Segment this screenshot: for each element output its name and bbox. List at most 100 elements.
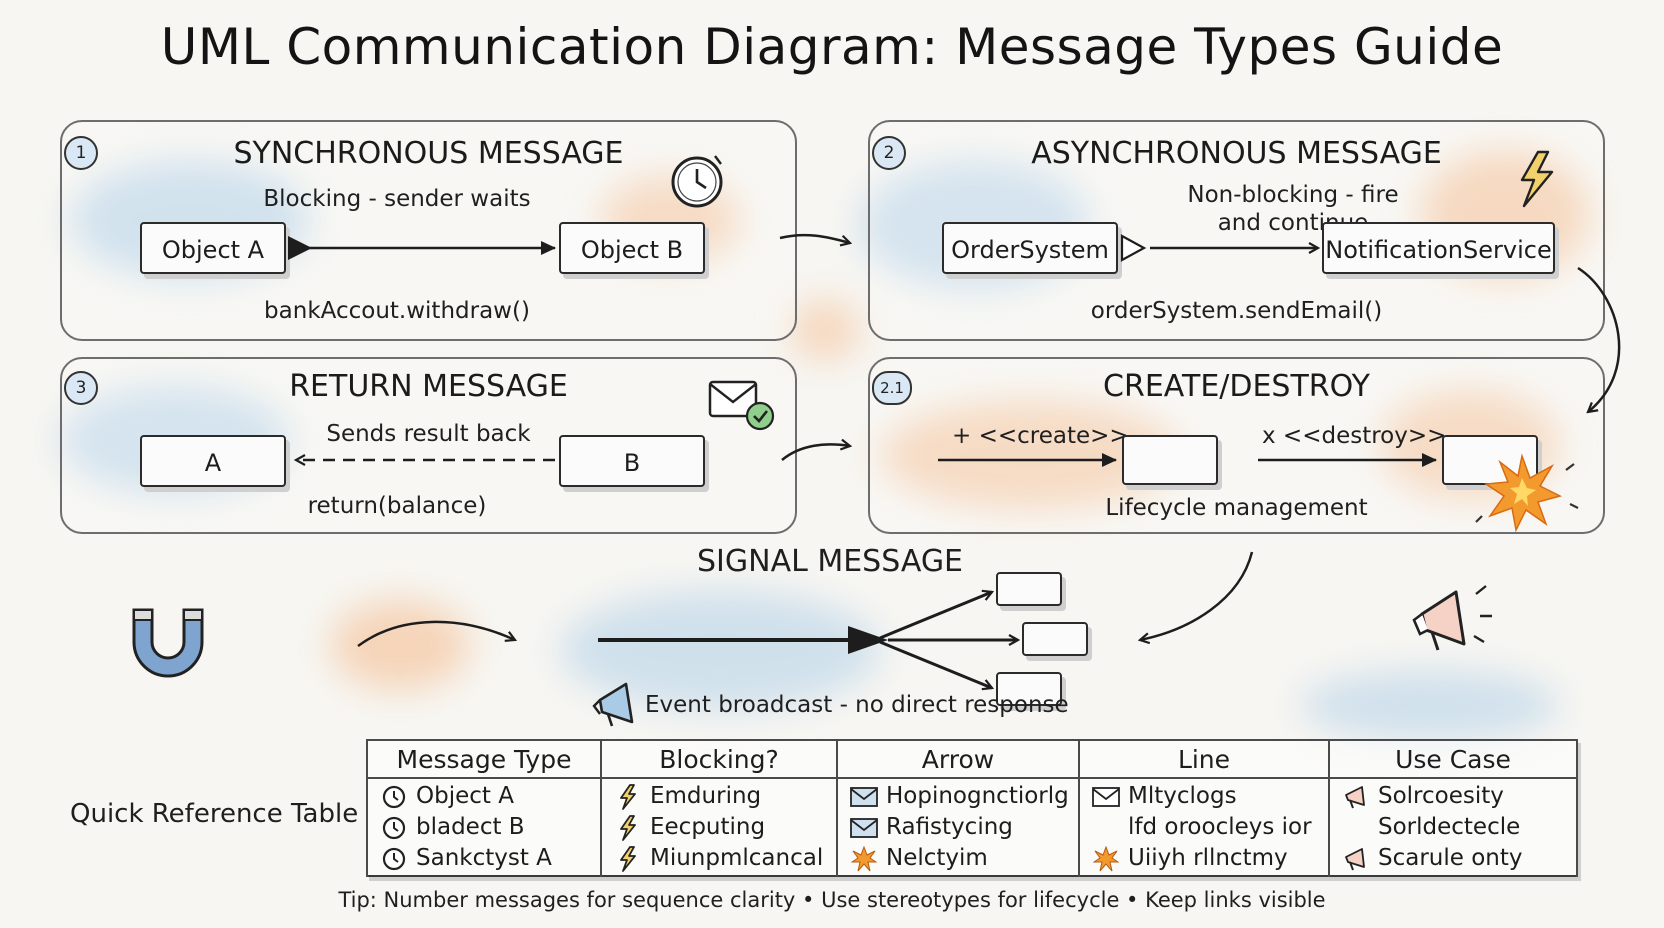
signal-arrowhead-icon (848, 626, 888, 654)
column-header: Blocking? (600, 739, 838, 779)
column-header: Use Case (1328, 739, 1578, 779)
orange-wash (790, 300, 860, 360)
megaphone-icon (1412, 585, 1492, 651)
cell-text: bladect B (416, 814, 525, 840)
cell-text: Nelctyim (886, 845, 988, 871)
list-item: Rafistycing (850, 812, 1078, 843)
cell-text: Object A (416, 783, 514, 809)
order-system-box[interactable]: OrderSystem (942, 222, 1118, 274)
notification-service-box[interactable]: NotificationService (1322, 222, 1555, 274)
table-cell: Object A bladect B Sankctyst A (366, 778, 602, 876)
list-item: Uiiyh rllnctmy (1092, 843, 1328, 874)
lightning-icon (614, 783, 642, 810)
step-number: 2.1 (872, 371, 912, 405)
lightning-icon (614, 814, 642, 841)
megaphone-icon (592, 682, 634, 727)
blue-wash (560, 590, 880, 710)
object-a-box[interactable]: A (140, 435, 286, 487)
object-b-box[interactable]: Object B (559, 222, 705, 274)
connector-async-to-create (1577, 266, 1621, 412)
cell-text: Eecputing (650, 814, 766, 840)
panel-create-destroy: CREATE/DESTROY 2.1 + <<create>> x <<dest… (868, 357, 1605, 534)
table-row: Object A bladect B Sankctyst A Emduring … (366, 778, 1578, 876)
column-header: Message Type (366, 739, 602, 779)
list-item: Sorldectecle (1342, 812, 1576, 843)
create-label: + <<create>> (952, 423, 1129, 449)
megaphone-icon (1342, 785, 1370, 809)
list-item: Eecputing (614, 812, 836, 843)
list-item: Emduring (614, 781, 836, 812)
panel-subtitle: Blocking - sender waits (263, 186, 531, 212)
burst-icon (1092, 845, 1120, 872)
panel-caption: Lifecycle management (1105, 495, 1368, 521)
object-a-box[interactable]: Object A (140, 222, 286, 274)
panel-title: SYNCHRONOUS MESSAGE (233, 136, 624, 171)
list-item: Object A (380, 781, 600, 812)
signal-receiver-box[interactable] (996, 572, 1062, 606)
list-item: Hopinognctiorlg (850, 781, 1078, 812)
clock-icon (380, 816, 408, 840)
cell-text: Hopinognctiorlg (886, 783, 1069, 809)
panel-asynchronous: ASYNCHRONOUS MESSAGE 2 Non-blocking - fi… (868, 120, 1605, 341)
destroy-label: x <<destroy>> (1262, 423, 1447, 449)
list-item: bladect B (380, 812, 600, 843)
cell-text: Sankctyst A (416, 845, 552, 871)
message-call: orderSystem.sendEmail() (1090, 298, 1383, 324)
lightning-icon (1520, 150, 1554, 208)
magnet-icon (132, 608, 204, 678)
created-object-box[interactable] (1122, 435, 1218, 485)
reference-table-label: Quick Reference Table (70, 799, 359, 829)
clock-icon (380, 847, 408, 871)
step-number: 2 (872, 136, 906, 170)
list-item: Sankctyst A (380, 843, 600, 874)
cell-text: Solrcoesity (1378, 783, 1504, 809)
signal-branch-arrow (879, 640, 992, 688)
signal-title: SIGNAL MESSAGE (696, 544, 964, 579)
clock-icon (671, 155, 723, 208)
table-cell: Solrcoesity Sorldectecle Scarule onty (1328, 778, 1578, 876)
burst-icon (850, 845, 878, 872)
panel-title: CREATE/DESTROY (1103, 369, 1370, 404)
table-cell: Mltyclogs lfd oroocleys ior Uiiyh rllnct… (1078, 778, 1330, 876)
column-header: Arrow (836, 739, 1080, 779)
tip-footer: Tip: Number messages for sequence clarit… (338, 888, 1326, 912)
panel-subtitle: Sends result back (326, 421, 531, 447)
list-item: Nelctyim (850, 843, 1078, 874)
object-b-box[interactable]: B (559, 435, 705, 487)
quick-reference-table: Message Type Blocking? Arrow Line Use Ca… (366, 739, 1578, 877)
panel-title: RETURN MESSAGE (289, 369, 568, 404)
cell-text: Uiiyh rllnctmy (1128, 845, 1288, 871)
message-call: return(balance) (307, 493, 487, 519)
async-arrowhead-icon (1120, 234, 1147, 262)
signal-receiver-box[interactable] (996, 672, 1062, 706)
connector-return-to-create (781, 444, 850, 461)
list-item: Mltyclogs (1092, 781, 1328, 812)
connector-create-to-signal (1140, 551, 1254, 640)
megaphone-icon (1342, 847, 1370, 871)
table-cell: Hopinognctiorlg Rafistycing Nelctyim (836, 778, 1080, 876)
cell-text: Emduring (650, 783, 762, 809)
list-item: Solrcoesity (1342, 781, 1576, 812)
step-number: 3 (64, 371, 98, 405)
cell-text: lfd oroocleys ior (1128, 814, 1312, 840)
panel-title: ASYNCHRONOUS MESSAGE (1031, 136, 1442, 171)
panel-return: RETURN MESSAGE 3 Sends result back A B r… (60, 357, 797, 534)
list-item: Scarule onty (1342, 843, 1576, 874)
blue-wash (1300, 670, 1560, 740)
orange-wash (330, 600, 470, 690)
page-title: UML Communication Diagram: Message Types… (160, 18, 1504, 76)
list-item: lfd oroocleys ior (1092, 812, 1328, 843)
cell-text: Rafistycing (886, 814, 1013, 840)
panel-synchronous: SYNCHRONOUS MESSAGE 1 Blocking - sender … (60, 120, 797, 341)
cell-text: Sorldectecle (1378, 814, 1521, 840)
burst-icon (1475, 453, 1579, 533)
cell-text: Miunpmlcancal (650, 845, 824, 871)
message-call: bankAccout.withdraw() (264, 298, 530, 324)
cell-text: Mltyclogs (1128, 783, 1237, 809)
step-number: 1 (64, 136, 98, 170)
clock-icon (380, 785, 408, 809)
signal-receiver-box[interactable] (1022, 622, 1088, 656)
column-header: Line (1078, 739, 1330, 779)
connector-magnet-to-signal (357, 620, 515, 648)
